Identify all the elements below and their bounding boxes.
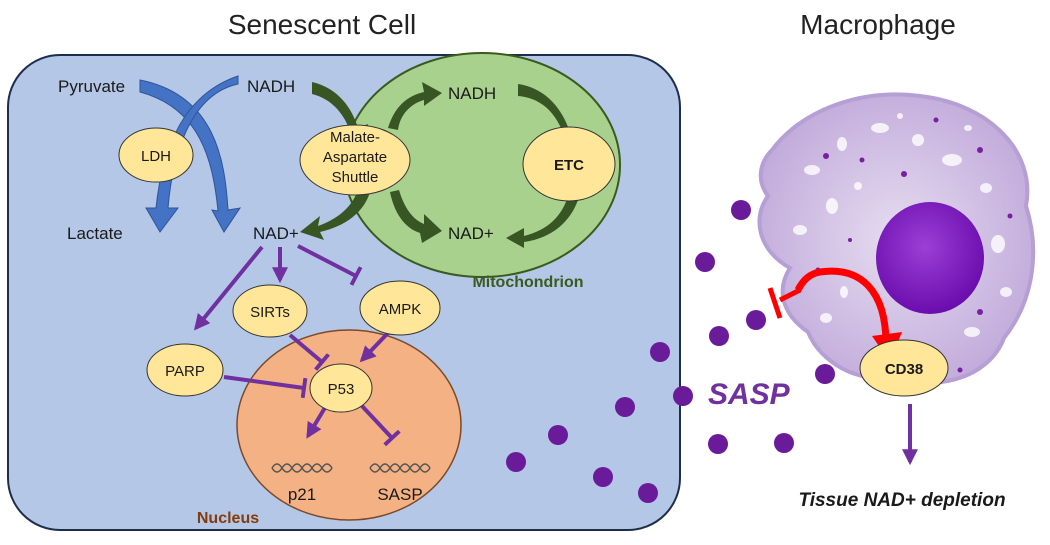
nad-cytosol-label: NAD+ — [253, 224, 299, 243]
shuttle-label-line3: Shuttle — [332, 169, 379, 186]
p53-activates-p21 — [306, 404, 328, 439]
pyruvate-label: Pyruvate — [58, 77, 125, 96]
mito-nad-to-shuttle-arrow — [390, 190, 442, 243]
sirts-label: SIRTs — [250, 304, 290, 321]
shuttle-to-mito-nadh-arrow — [388, 82, 442, 130]
ampk-label: AMPK — [379, 301, 422, 318]
sasp-particles — [506, 200, 835, 503]
ampk-node: AMPK — [359, 280, 441, 336]
p53-inhibits-sasp — [360, 404, 401, 447]
shuttle-to-nad-arrow — [300, 190, 370, 240]
nad-to-parp-arrow — [193, 245, 264, 331]
mitochondrion-label: Mitochondrion — [472, 274, 583, 291]
tissue-nad-depletion-label: Tissue NAD+ depletion — [798, 490, 1005, 511]
nucleus-label: Nucleus — [197, 510, 259, 527]
cd38-label: CD38 — [885, 361, 923, 378]
sasp-dna-helix — [369, 463, 431, 473]
macrophage-vesicles — [793, 113, 1012, 359]
nucleus — [236, 329, 462, 521]
p21-dna-helix — [271, 463, 333, 473]
nadh-mito-label: NADH — [448, 84, 496, 103]
etc-to-mito-nad-arrow — [506, 196, 578, 248]
macrophage-title: Macrophage — [800, 9, 956, 40]
ldh-label: LDH — [141, 148, 171, 165]
sirts-node: SIRTs — [232, 284, 308, 338]
p53-node: P53 — [309, 363, 373, 413]
sasp-secreted-label: SASP — [708, 378, 791, 411]
nadh-cytosol-label: NADH — [247, 77, 295, 96]
p53-label: P53 — [328, 381, 355, 398]
etc-node: ETC — [522, 126, 616, 202]
p21-label: p21 — [288, 485, 316, 504]
nadh-to-lactate-arrow — [145, 75, 239, 233]
nad-mito-label: NAD+ — [448, 224, 494, 243]
parp-node: PARP — [146, 343, 224, 397]
malate-aspartate-shuttle-node: Malate- Aspartate Shuttle — [299, 124, 411, 196]
shuttle-label-line2: Aspartate — [323, 149, 387, 166]
nad-to-ampk-inhibit — [297, 244, 363, 286]
cd38-to-sasp-red-arrow — [794, 267, 890, 345]
sirts-inhibits-p53 — [288, 333, 330, 371]
parp-label: PARP — [165, 363, 205, 380]
cd38-node: CD38 — [859, 339, 949, 397]
macrophage-nucleus — [876, 202, 984, 314]
sasp-gene-label: SASP — [377, 485, 422, 504]
red-inhibition-mark — [767, 287, 802, 319]
lactate-label: Lactate — [67, 224, 123, 243]
etc-label: ETC — [554, 157, 584, 174]
senescent-cell-title: Senescent Cell — [228, 9, 416, 40]
parp-inhibits-p53 — [223, 375, 308, 399]
ldh-node: LDH — [118, 127, 194, 183]
ampk-activates-p53 — [359, 331, 390, 363]
shuttle-label-line1: Malate- — [330, 129, 380, 146]
